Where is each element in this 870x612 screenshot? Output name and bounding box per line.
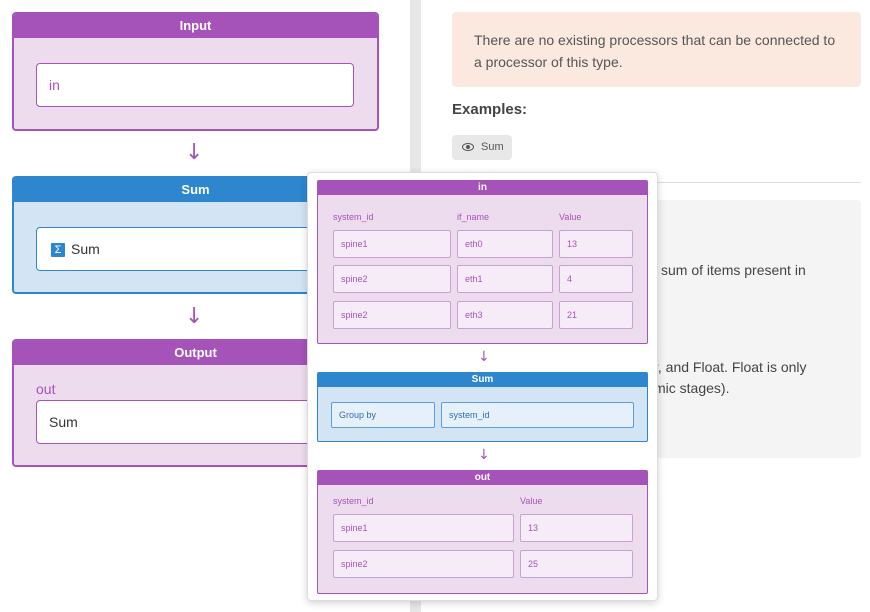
- table-cell: eth1: [457, 265, 553, 293]
- preview-sum-title: Sum: [318, 373, 647, 387]
- column-header: system_id: [333, 212, 374, 222]
- table-cell: spine1: [333, 230, 451, 258]
- column-header: if_name: [457, 212, 490, 222]
- preview-in-title: in: [318, 181, 647, 195]
- group-by-label: Group by: [331, 402, 435, 428]
- examples-heading: Examples:: [452, 101, 528, 118]
- preview-sum-stage: Sum Group by system_id: [317, 372, 648, 442]
- input-node: Input in: [12, 12, 379, 131]
- preview-arrow-icon: ↓: [478, 447, 490, 463]
- input-stream-field[interactable]: in: [36, 63, 354, 107]
- eye-icon: [462, 143, 474, 152]
- example-preview-popup: in system_id if_name Value spine1 eth0 1…: [307, 172, 658, 601]
- table-cell: 4: [559, 265, 633, 293]
- table-cell: eth0: [457, 230, 553, 258]
- output-value-field[interactable]: Sum: [36, 400, 354, 444]
- section-divider: [652, 182, 861, 183]
- input-node-title: Input: [14, 14, 377, 38]
- preview-arrow-icon: ↓: [478, 349, 490, 365]
- sigma-icon: Σ: [51, 243, 65, 258]
- flow-arrow-icon: ↓: [185, 140, 204, 165]
- table-cell: 25: [520, 550, 633, 578]
- processor-type-label: Sum: [71, 241, 100, 257]
- table-cell: spine2: [333, 550, 514, 578]
- no-processors-notice: There are no existing processors that ca…: [452, 12, 861, 87]
- table-cell: spine2: [333, 265, 451, 293]
- preview-out-title: out: [318, 471, 647, 485]
- description-panel: sum of items present in r, and Float. Fl…: [650, 200, 861, 458]
- column-header: Value: [559, 212, 582, 222]
- example-sum-chip[interactable]: Sum: [452, 135, 512, 160]
- table-cell: spine2: [333, 301, 451, 329]
- description-line: sum of items present in: [661, 262, 806, 278]
- description-line: mic stages).: [654, 380, 730, 396]
- table-cell: 21: [559, 301, 633, 329]
- group-by-value: system_id: [441, 402, 634, 428]
- output-node: Output out Sum: [12, 339, 379, 467]
- column-header: Value: [520, 496, 543, 506]
- table-cell: 13: [559, 230, 633, 258]
- column-header: system_id: [333, 496, 374, 506]
- table-cell: 13: [520, 514, 633, 542]
- table-cell: eth3: [457, 301, 553, 329]
- table-cell: spine1: [333, 514, 514, 542]
- example-sum-label: Sum: [481, 141, 504, 153]
- preview-in-table: in system_id if_name Value spine1 eth0 1…: [317, 180, 648, 344]
- output-stream-label: out: [36, 381, 56, 397]
- description-line: r, and Float. Float is only: [654, 359, 807, 375]
- preview-out-table: out system_id Value spine1 13 spine2 25: [317, 470, 648, 594]
- flow-arrow-icon: ↓: [185, 304, 204, 329]
